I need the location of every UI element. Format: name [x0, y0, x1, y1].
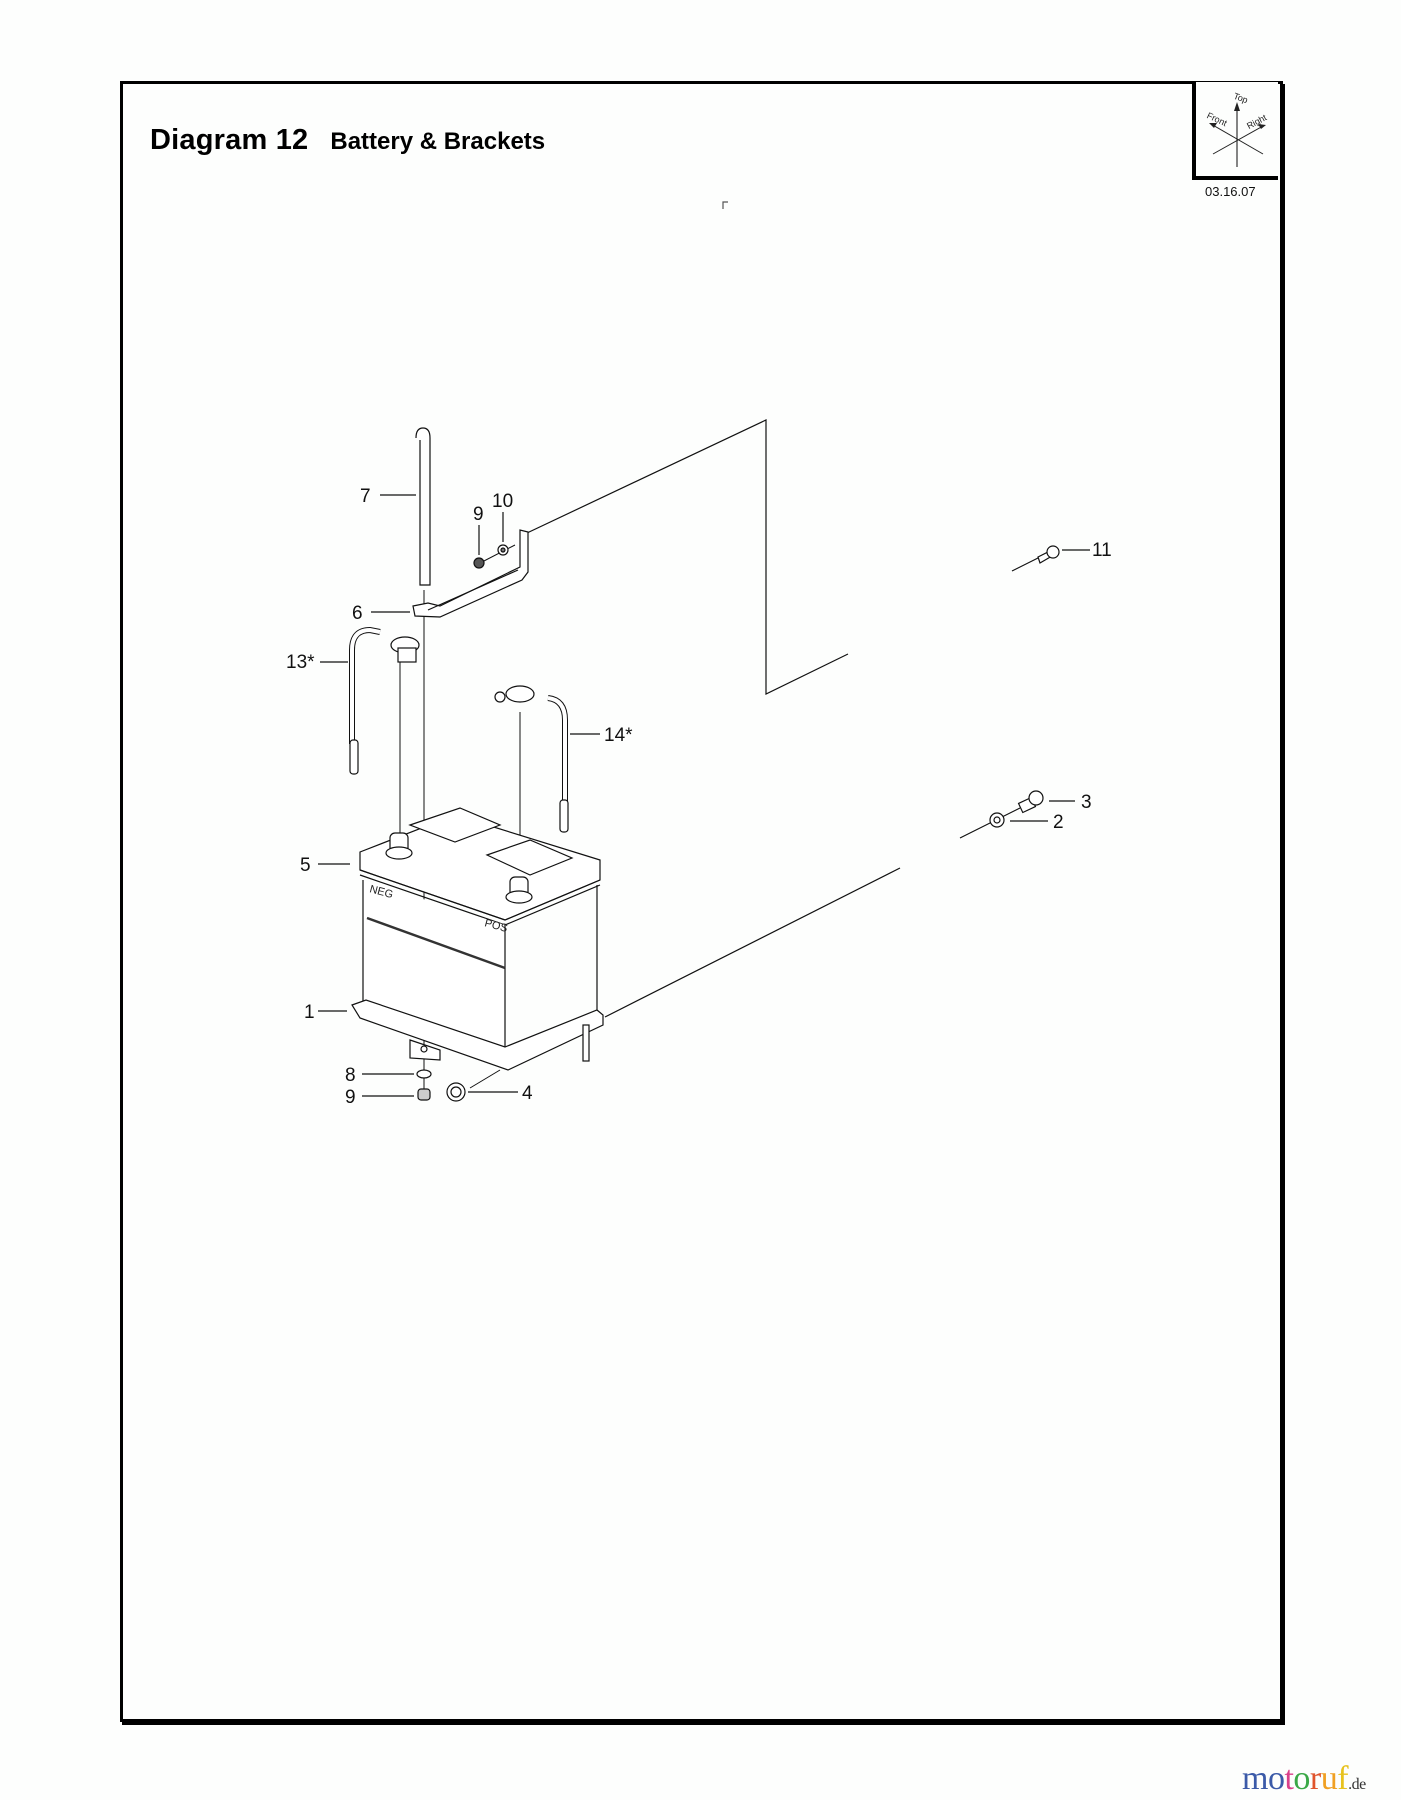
washer-part: [989, 812, 1005, 828]
negative-cable-part: [349, 626, 420, 775]
callout-4: 4: [522, 1083, 533, 1104]
callout-10: 10: [492, 491, 513, 512]
nut-part: [446, 1082, 466, 1102]
bolt-part: [1017, 790, 1044, 814]
logo-letter: o: [1293, 1760, 1310, 1797]
logo-letter: t: [1284, 1760, 1294, 1797]
watermark-logo: motoruf.de: [1242, 1760, 1366, 1798]
battery-pos-marking: POS: [483, 917, 509, 935]
bolt-part: [1037, 545, 1060, 564]
alignment-line-bracket: [526, 419, 849, 695]
diagram-number: Diagram 12: [150, 124, 309, 156]
alignment-line-tray: [604, 867, 901, 1018]
logo-letter: m: [1242, 1760, 1268, 1797]
diagram-title: Battery & Brackets: [330, 128, 546, 155]
nut-part: [473, 557, 485, 569]
battery-tray-part: [351, 999, 604, 1071]
positive-cable-part: [494, 685, 569, 833]
diagram-frame: [120, 81, 1283, 1722]
callout-2: 2: [1053, 812, 1064, 833]
orientation-indicator: Top Front Right: [1192, 82, 1278, 180]
logo-suffix: .de: [1348, 1776, 1366, 1793]
alignment-line-bolt-11: [1011, 555, 1043, 572]
logo-letter: o: [1267, 1760, 1285, 1797]
orientation-label-top: Top: [1232, 91, 1249, 105]
stray-mark: [722, 201, 728, 209]
logo-letter: u: [1320, 1760, 1338, 1797]
callout-9-lower: 9: [345, 1087, 356, 1108]
alignment-line-bolt-3: [959, 807, 1021, 839]
callout-3: 3: [1081, 792, 1092, 813]
diagram-heading: Diagram 12 Battery & Brackets: [150, 124, 545, 157]
callout-5: 5: [300, 855, 311, 876]
callout-11: 11: [1092, 540, 1112, 561]
hold-down-bracket-part: [412, 529, 529, 618]
nut-part: [417, 1088, 431, 1101]
revision-date: 03.16.07: [1205, 184, 1256, 199]
battery-part: [359, 807, 601, 1061]
callout-7: 7: [360, 486, 371, 507]
callout-14: 14*: [604, 725, 633, 746]
callout-1: 1: [304, 1002, 315, 1023]
callout-8: 8: [345, 1065, 356, 1086]
callout-13: 13*: [286, 652, 315, 673]
logo-letter: r: [1309, 1760, 1321, 1797]
logo-letter: f: [1337, 1760, 1349, 1797]
washer-part: [416, 1069, 432, 1079]
orientation-axes-icon: Top Front Right: [1205, 91, 1269, 167]
battery-neg-marking: NEG: [368, 883, 394, 901]
callout-9-upper: 9: [473, 504, 484, 525]
callout-6: 6: [352, 603, 363, 624]
j-bolt-rod-part: [415, 427, 431, 586]
